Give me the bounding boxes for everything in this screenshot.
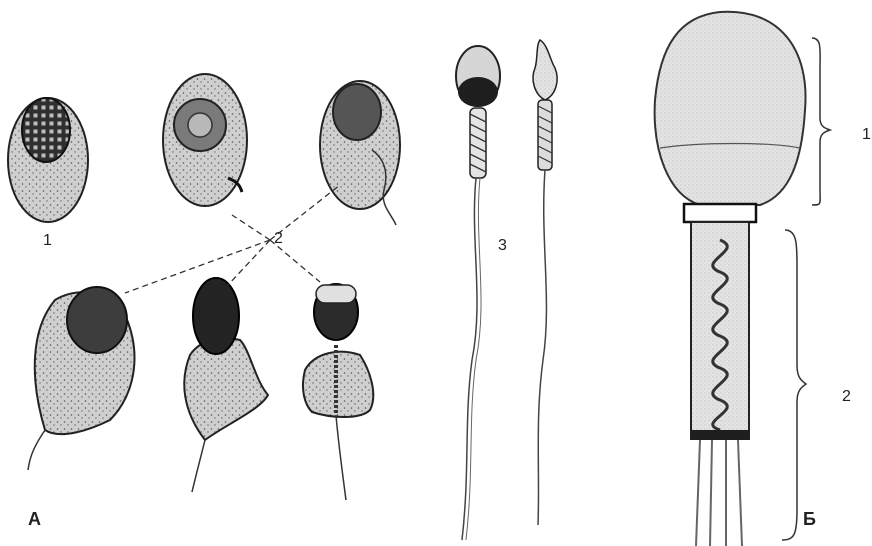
- cell-stage-2e: [303, 284, 373, 500]
- panel-a-label: А: [28, 509, 41, 530]
- brace-tail: [782, 230, 806, 540]
- tail-part-label: 2: [842, 388, 851, 406]
- cell-stage-1: [8, 98, 88, 222]
- cell-stage-2a: [163, 74, 247, 206]
- leader-lines-stage-2: [125, 185, 340, 293]
- panel-b-label: Б: [803, 509, 816, 530]
- stage-1-label: 1: [43, 232, 52, 250]
- brace-head: [812, 38, 830, 205]
- head-part-label: 1: [862, 126, 871, 144]
- cell-stage-2d: [184, 278, 268, 492]
- sperm-enlarged: [655, 12, 806, 546]
- stage-3-label: 3: [498, 237, 507, 255]
- sperm-stage-3b: [533, 40, 557, 525]
- cell-stage-2c: [28, 287, 134, 470]
- stage-2-label: 2: [274, 230, 283, 248]
- sperm-stage-3a: [456, 46, 500, 540]
- cell-stage-2b: [320, 81, 400, 225]
